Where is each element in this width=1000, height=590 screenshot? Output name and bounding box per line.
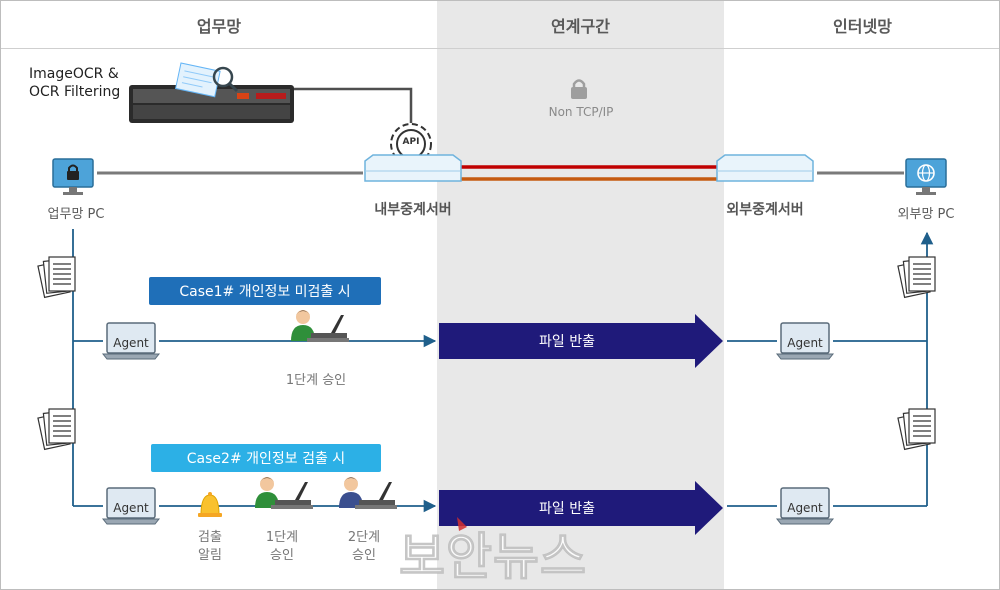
document-stack-icon	[897, 256, 936, 298]
external-relay-server-icon	[716, 154, 814, 182]
zone-title-connection: 연계구간	[551, 17, 610, 36]
work-pc-monitor-icon	[52, 158, 94, 195]
work-pc-label: 업무망 PC	[47, 207, 105, 222]
approver-person-icon	[255, 477, 313, 509]
watermark-mark	[457, 517, 467, 531]
header-divider	[1, 48, 999, 49]
case2-alert-label: 검출 알림	[181, 529, 239, 565]
case1-approval-label: 1단계 승인	[285, 373, 347, 388]
lock-icon	[571, 79, 587, 99]
case2-alert-label-line2: 알림	[198, 548, 222, 563]
case2-alert-label-line1: 검출	[198, 530, 222, 545]
ocr-server-label-line2: OCR Filtering	[29, 84, 121, 100]
case1-banner: Case1# 개인정보 미검출 시	[149, 277, 381, 305]
case2-export-label: 파일 반출	[539, 501, 595, 517]
case2-approval2-label: 2단계 승인	[335, 529, 393, 565]
internal-relay-label: 내부중계서버	[374, 202, 452, 218]
approver-person-icon	[339, 477, 397, 509]
case2-approval1-label-line2: 승인	[270, 548, 294, 563]
case2-agent-left-label: Agent	[113, 501, 149, 515]
internet-pc-monitor-icon	[905, 158, 947, 195]
document-stack-icon	[897, 408, 936, 450]
alert-bell-icon	[198, 492, 222, 517]
approver-person-icon	[291, 310, 349, 342]
watermark: 보안뉴스	[399, 528, 587, 587]
case1-agent-left-label: Agent	[113, 336, 149, 350]
ocr-server-icon	[129, 62, 294, 123]
case1-export-arrow	[439, 314, 723, 368]
internal-relay-server-icon	[364, 154, 462, 182]
ocr-server-label-line1: ImageOCR &	[29, 66, 119, 82]
case2-approval1-label-line1: 1단계	[265, 530, 299, 545]
non-tcpip-label: Non TCP/IP	[548, 105, 614, 119]
zone-title-internet: 인터넷망	[833, 17, 892, 36]
server-cable	[294, 87, 413, 123]
case2-approval2-label-line2: 승인	[352, 548, 376, 563]
case1-export-label: 파일 반출	[539, 334, 595, 350]
case2-agent-right-label: Agent	[787, 501, 823, 515]
api-label: API	[402, 137, 420, 147]
document-stack-icon	[37, 256, 76, 298]
zone-title-work-network: 업무망	[196, 17, 242, 36]
case2-approval1-label: 1단계 승인	[253, 529, 311, 565]
ocr-server-label: ImageOCR & OCR Filtering	[29, 65, 120, 101]
document-stack-icon	[37, 408, 76, 450]
internet-pc-label: 외부망 PC	[897, 207, 955, 222]
external-relay-label: 외부중계서버	[726, 202, 804, 218]
case2-approval2-label-line1: 2단계	[347, 530, 381, 545]
case1-agent-right-label: Agent	[787, 336, 823, 350]
case2-banner: Case2# 개인정보 검출 시	[151, 444, 381, 472]
case2-export-arrow	[439, 481, 723, 535]
